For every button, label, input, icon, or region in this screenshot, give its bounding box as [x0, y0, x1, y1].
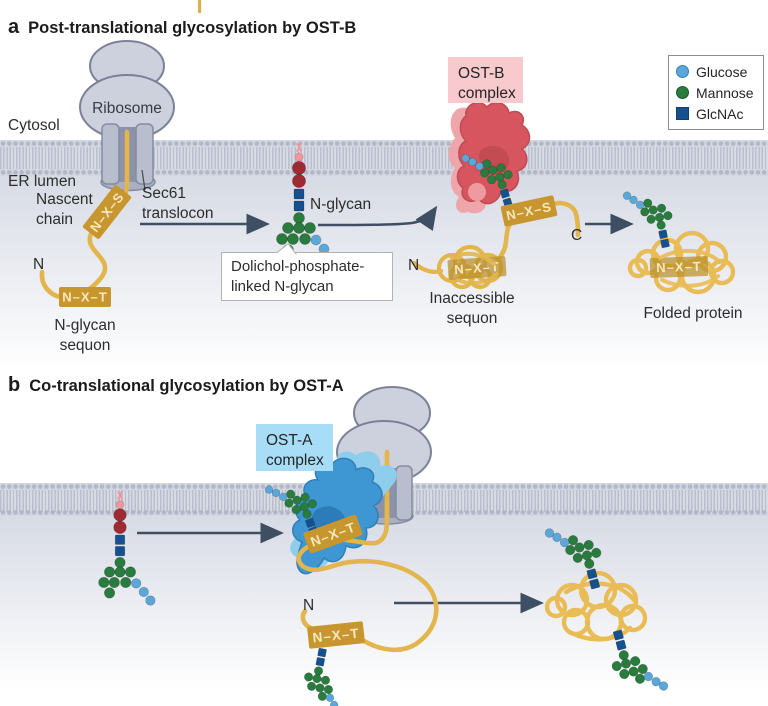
svg-text:N–X–T: N–X–T — [454, 259, 500, 277]
inaccessible-sequon-label: Inaccessible sequon — [429, 290, 515, 327]
panel-a-title: a Post-translational glycosylation by OS… — [8, 16, 357, 38]
n-terminus-a-label: N — [33, 256, 45, 273]
er-lumen-label: ER lumen — [8, 173, 77, 190]
glucose-icon — [676, 65, 689, 78]
ribosome-a — [79, 40, 175, 140]
nascent-chain-label: Nascent chain — [36, 191, 93, 228]
legend-label: Mannose — [696, 84, 754, 101]
callout-text: Dolichol-phosphate-linked N-glycan — [231, 258, 365, 295]
n-glycan-label: N-glycan — [310, 196, 372, 213]
legend-item-glcnac: GlcNAc — [676, 103, 756, 124]
sequon-box-nxt-b2: N–X–T — [307, 621, 365, 649]
legend: Glucose Mannose GlcNAc — [668, 55, 764, 130]
sec61-leader-line — [141, 169, 146, 191]
sec61-label: Sec61 translocon — [142, 185, 214, 222]
panel-a-letter: a — [8, 16, 20, 38]
folded-protein-a-label: Folded protein — [643, 305, 743, 322]
legend-item-mannose: Mannose — [676, 82, 756, 103]
panel-b-letter: b — [8, 374, 21, 396]
svg-text:N–X–T: N–X–T — [62, 290, 107, 305]
coil-overlay-strand-folded-a — [658, 248, 722, 288]
arrow-a2 — [317, 205, 438, 231]
sequon-box-nxt-ghost-folded-a: N–X–T — [649, 256, 709, 278]
glycan-nxt2-b — [298, 646, 354, 706]
glcnac-icon — [676, 107, 689, 120]
n-terminus-b-label: N — [303, 597, 315, 614]
svg-text:N–X–T: N–X–T — [656, 259, 702, 276]
c-terminus-label: C — [571, 227, 583, 244]
sequon-box-nxt-a: N–X–T — [59, 287, 111, 307]
coil-overlay-strand-a — [450, 251, 499, 286]
glycan-folded-a — [622, 183, 679, 254]
sequon-box-nxt-ghost-a: N–X–T — [447, 256, 507, 280]
folded-protein-b — [544, 570, 648, 642]
dolichol-glycan-b — [97, 490, 157, 607]
osta-complex-label: OST-A complex — [256, 424, 333, 471]
ostb-complex-label: OST-B complex — [448, 57, 523, 103]
panel-b-title: b Co-translational glycosylation by OST-… — [8, 374, 344, 396]
mannose-icon — [676, 86, 689, 99]
cytosol-label: Cytosol — [8, 117, 60, 134]
legend-label: GlcNAc — [696, 105, 744, 122]
svg-text:N–X–T: N–X–T — [312, 626, 360, 646]
n-terminus-mid-label: N — [408, 257, 420, 274]
n-glycan-sequon-label: N-glycan sequon — [54, 317, 116, 354]
ostb-complex-blob — [448, 101, 531, 214]
dolichol-callout: Dolichol-phosphate-linked N-glycan — [221, 242, 393, 301]
ribosome-label: Ribosome — [92, 100, 162, 117]
legend-item-glucose: Glucose — [676, 61, 756, 82]
legend-label: Glucose — [696, 63, 748, 80]
